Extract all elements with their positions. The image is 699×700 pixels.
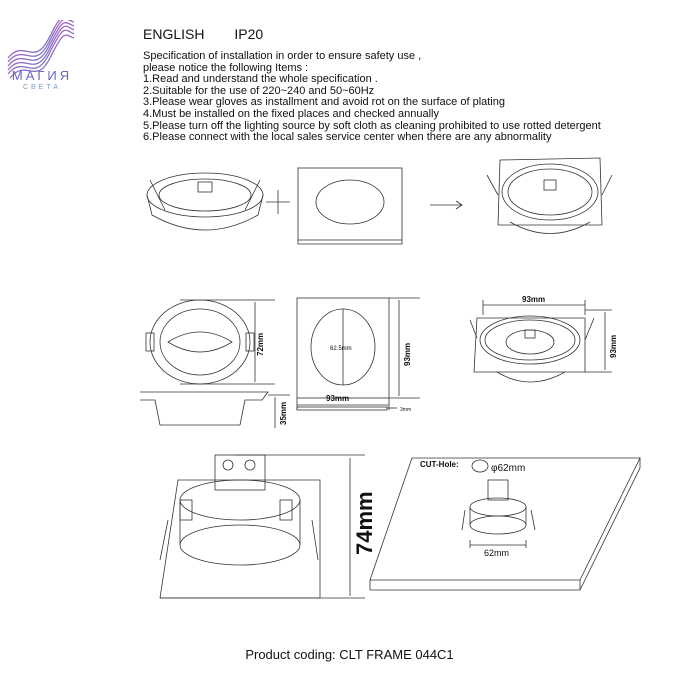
square-frame-drawing: [297, 167, 403, 245]
ip-rating: IP20: [234, 26, 264, 42]
frame-thickness-label: 3mm: [400, 407, 411, 413]
assembled-dimension-drawing: [469, 300, 612, 383]
assembled-drawing: [486, 157, 613, 234]
specification-text: Specification of installation in order t…: [143, 50, 601, 144]
ring-perspective-drawing: [146, 172, 264, 231]
logo-waves-icon: [7, 20, 75, 79]
cut-hole-diameter: φ62mm: [491, 463, 525, 474]
spec-item: 2.Suitable for the use of 220~240 and 50…: [143, 84, 375, 97]
spec-item: 5.Please turn off the lighting source by…: [143, 119, 601, 132]
page-header: ENGLISH IP20: [143, 26, 289, 42]
assembled-height-label: 93mm: [609, 335, 618, 358]
total-height-label: 74mm: [352, 491, 377, 555]
spec-intro: please notice the following Items :: [143, 61, 309, 74]
total-height-drawing: [159, 454, 365, 599]
frame-width-label: 93mm: [326, 394, 349, 403]
ring-top-view-drawing: [140, 299, 290, 428]
arrow-right-icon: [430, 200, 463, 210]
frame-height-label: 93mm: [403, 343, 412, 366]
assembled-width-label: 93mm: [522, 295, 545, 304]
hole-diameter-label: 62.5mm: [330, 346, 352, 352]
spec-item: 3.Please wear gloves as installment and …: [143, 96, 505, 109]
spec-item: 1.Read and understand the whole specific…: [143, 73, 378, 86]
ring-height-label: 72mm: [256, 333, 265, 356]
logo-text: МАГИЯ: [11, 68, 73, 83]
cut-hole-drawing: [369, 457, 641, 591]
ring-depth-label: 35mm: [279, 402, 288, 425]
cut-hole-label: CUT-Hole:: [420, 460, 459, 469]
product-coding: Product coding: CLT FRAME 044C1: [245, 647, 454, 662]
logo-subtext: СВЕТА: [22, 84, 62, 91]
plus-icon: [266, 190, 290, 214]
spec-item: 6.Please connect with the local sales se…: [143, 131, 552, 144]
spec-item: 4.Must be installed on the fixed places …: [143, 107, 439, 120]
frame-dimension-drawing: [296, 297, 420, 411]
cut-hole-width: 62mm: [484, 548, 509, 558]
spec-intro: Specification of installation in order t…: [143, 50, 422, 62]
language-label: ENGLISH: [143, 26, 205, 42]
